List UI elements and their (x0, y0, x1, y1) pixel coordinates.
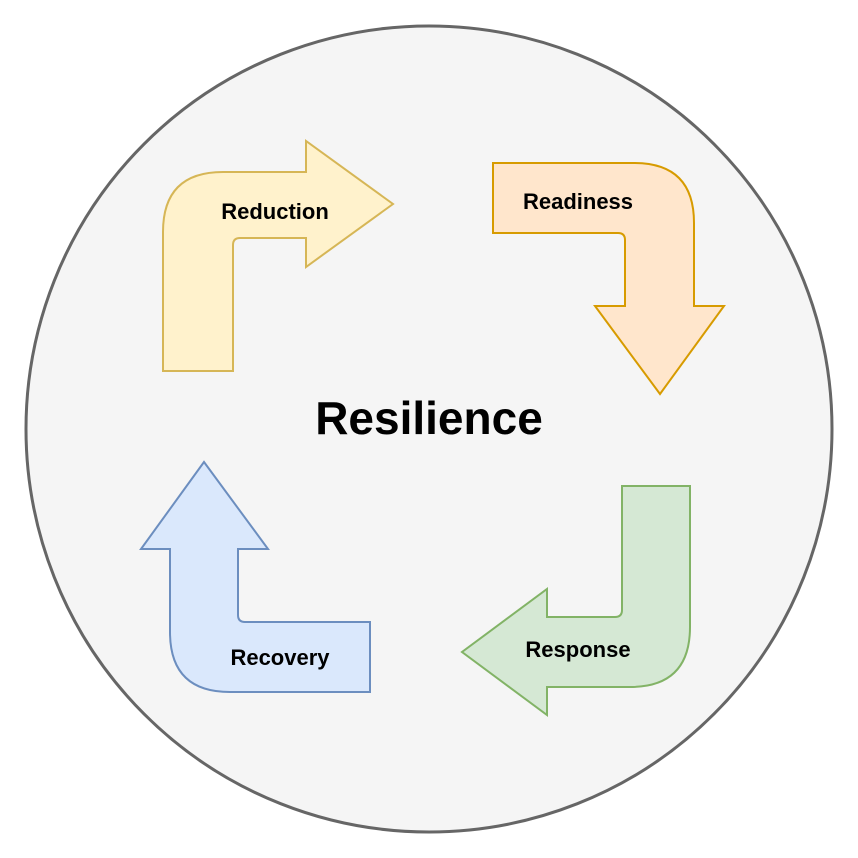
reduction-label: Reduction (221, 199, 329, 224)
response-arrow (460, 485, 691, 717)
center-title: Resilience (315, 392, 543, 444)
recovery-label: Recovery (230, 645, 330, 670)
readiness-arrow (492, 162, 726, 396)
recovery-arrow (139, 460, 371, 693)
response-label: Response (525, 637, 630, 662)
reduction-arrow (162, 139, 395, 372)
readiness-label: Readiness (523, 189, 633, 214)
